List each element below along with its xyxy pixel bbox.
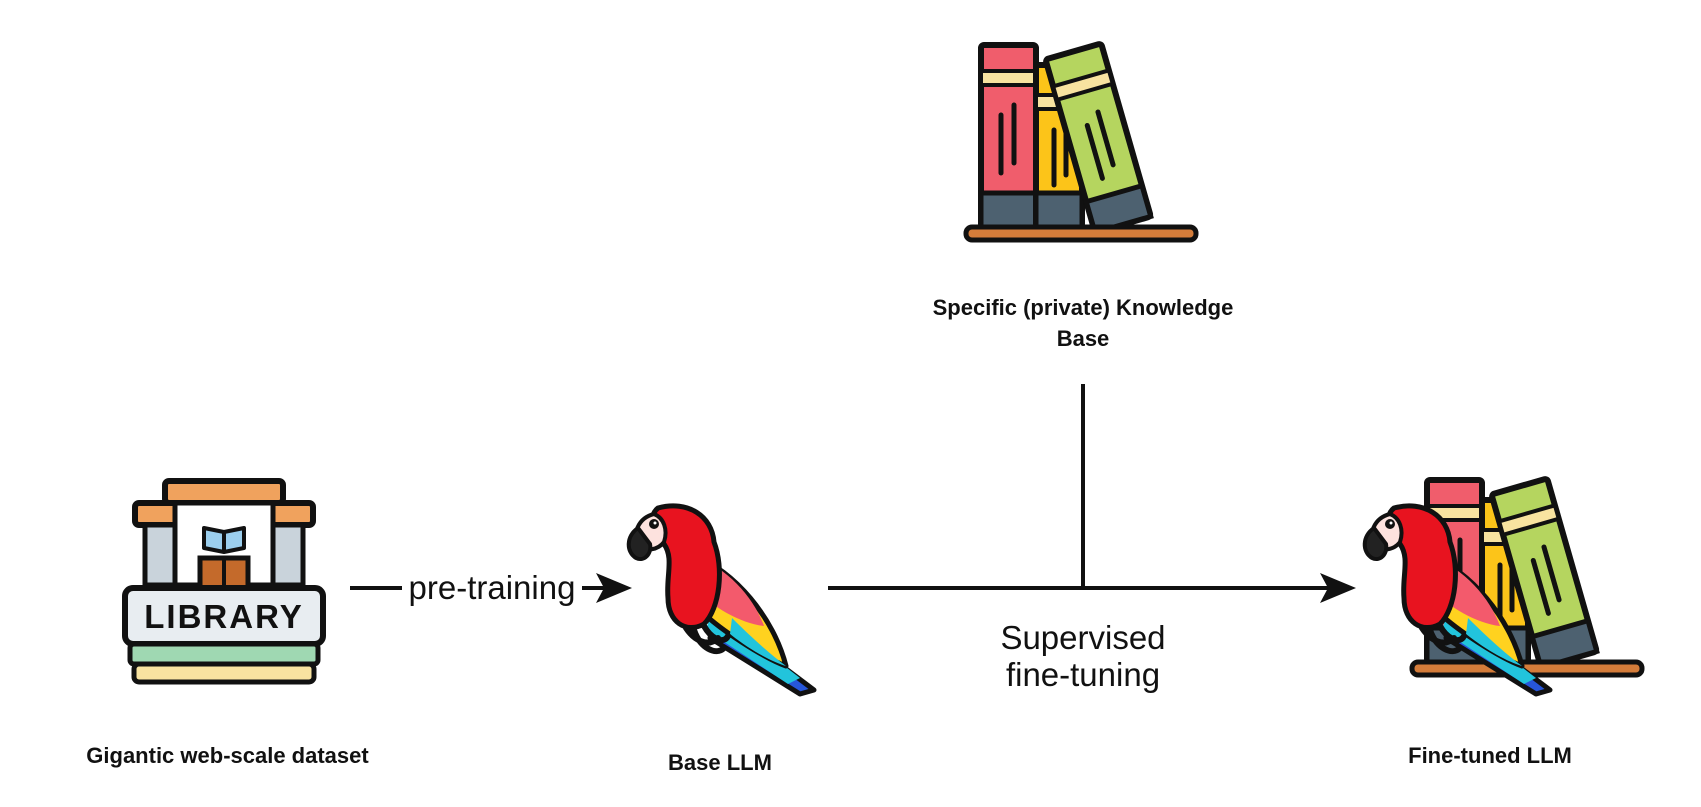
knowledge-base-label: Specific (private) Knowledge Base [873, 292, 1293, 354]
sft-label-line2: fine-tuning [1005, 656, 1161, 693]
sft-label-line1: Supervised [1000, 619, 1166, 656]
library-icon: LIBRARY [122, 478, 326, 685]
sft-arrow [828, 573, 1356, 603]
knowledge-base-label-line2: Base [1056, 326, 1110, 351]
dataset-label: Gigantic web-scale dataset [86, 743, 369, 768]
base-llm-label: Base LLM [668, 750, 772, 775]
parrot-icon [629, 506, 814, 694]
bookshelf-icon [966, 43, 1196, 240]
sft-label: Supervised fine-tuning [963, 619, 1203, 693]
knowledge-base-label-line1: Specific (private) Knowledge [932, 295, 1234, 320]
finetuned-llm-label: Fine-tuned LLM [1408, 743, 1572, 768]
library-sign-text: LIBRARY [144, 598, 303, 635]
pretraining-label: pre-training [402, 569, 582, 606]
